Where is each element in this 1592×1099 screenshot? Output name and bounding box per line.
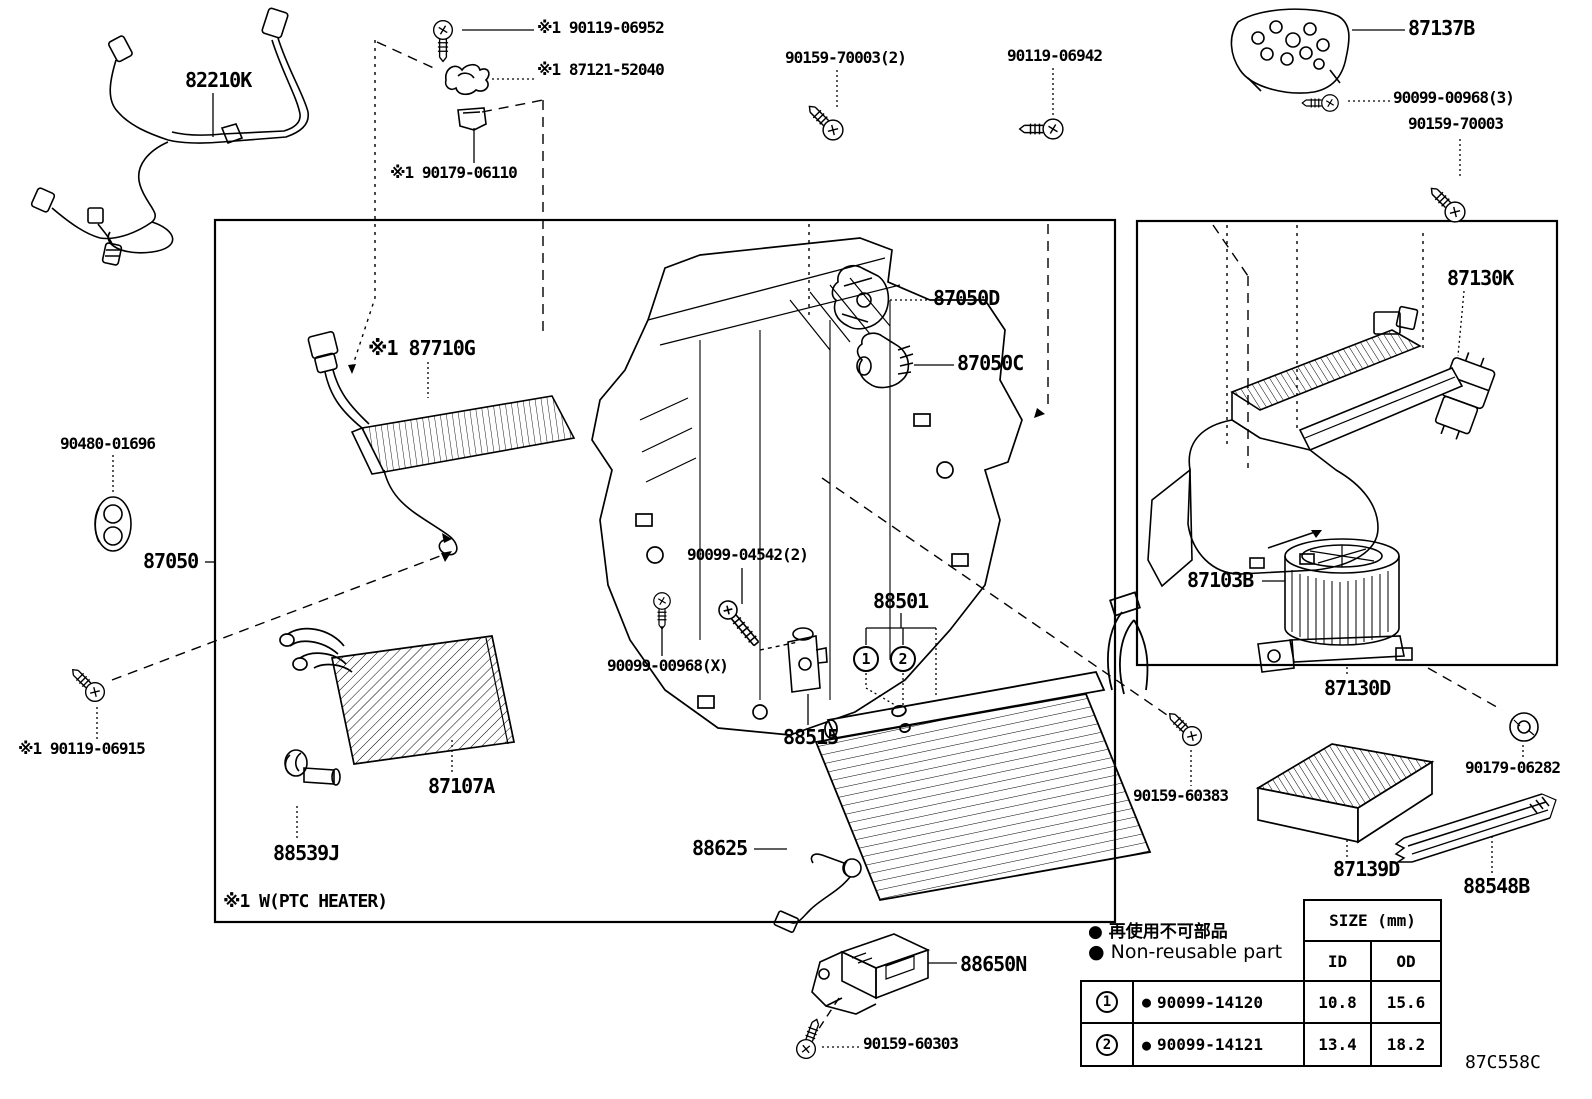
construction-lines <box>111 40 1503 1031</box>
part-label-88539J[interactable]: 88539J <box>273 841 340 865</box>
part-label-90099-00968-X[interactable]: 90099-00968(X) <box>607 656 729 675</box>
sketch-heater-core <box>279 627 516 765</box>
sketch-thermistor <box>773 853 862 933</box>
sketch-grommet <box>94 496 132 552</box>
sketch-wire-harness <box>30 7 310 266</box>
size-table-row2-part[interactable]: ● 90099-14121 <box>1132 1022 1305 1067</box>
sketch-pipe <box>284 749 341 786</box>
size-table-row2-id: 13.4 <box>1303 1022 1372 1067</box>
sketch-fasteners <box>65 19 1470 1062</box>
part-label-87121-52040[interactable]: ※1 87121-52040 <box>537 60 665 79</box>
size-table-row1-od: 15.6 <box>1370 980 1442 1024</box>
legend-jp-text: 再使用不可部品 <box>1108 922 1228 942</box>
part-label-90099-04542-2[interactable]: 90099-04542(2) <box>687 545 809 564</box>
part-label-90159-70003[interactable]: 90159-70003 <box>1408 114 1504 133</box>
part-label-90179-06110[interactable]: ※1 90179-06110 <box>390 163 518 182</box>
part-label-88501[interactable]: 88501 <box>873 589 929 613</box>
part-label-87130K[interactable]: 87130K <box>1447 266 1514 290</box>
part-label-88548B[interactable]: 88548B <box>1463 874 1530 898</box>
sketch-heater-case <box>591 237 1023 736</box>
sketch-grommet-2 <box>1509 712 1539 742</box>
legend-bullet-icon: ● <box>1088 922 1103 942</box>
assembly-boxes <box>213 218 1559 924</box>
sketch-ptc-heater <box>307 331 576 556</box>
part-label-87139D[interactable]: 87139D <box>1333 857 1400 881</box>
sketch-servo-87050c <box>856 332 914 389</box>
size-table-title: SIZE (mm) <box>1303 899 1442 942</box>
part-label-87050D[interactable]: 87050D <box>933 286 1000 310</box>
row2-circled-number: 2 <box>1096 1033 1118 1056</box>
part-label-87050C[interactable]: 87050C <box>957 351 1024 375</box>
sketch-seal-strip <box>1394 793 1557 863</box>
size-table-col-id: ID <box>1303 940 1372 982</box>
ptc-heater-note: ※1 W(PTC HEATER) <box>223 891 388 912</box>
legend-en: ● Non-reusable part <box>1088 941 1282 963</box>
callout-1: 1 <box>853 646 879 672</box>
size-table-col-od: OD <box>1370 940 1442 982</box>
diagram-code: 87C558C <box>1465 1052 1541 1073</box>
row2-bullet-icon: ● <box>1142 1035 1152 1054</box>
row1-part-number: 90099-14120 <box>1157 992 1263 1012</box>
part-label-90179-06282[interactable]: 90179-06282 <box>1465 758 1561 777</box>
part-label-82210K[interactable]: 82210K <box>185 68 252 92</box>
part-label-88625[interactable]: 88625 <box>692 836 748 860</box>
row2-part-number: 90099-14121 <box>1157 1035 1263 1054</box>
legend-jp: ● 再使用不可部品 <box>1088 917 1228 942</box>
size-table-row1-num: 1 <box>1080 980 1134 1024</box>
size-table-row1-part[interactable]: ● 90099-14120 <box>1132 980 1305 1024</box>
sketch-servo-87050d <box>831 264 890 330</box>
sketch-cabin-filter <box>1255 743 1435 844</box>
part-label-87103B[interactable]: 87103B <box>1187 568 1254 592</box>
callout-2: 2 <box>890 646 916 672</box>
sketch-resistor <box>1434 352 1496 440</box>
legend-en-text: Non-reusable part <box>1110 941 1283 963</box>
part-label-90159-60303[interactable]: 90159-60303 <box>863 1034 959 1053</box>
sketch-blower-motor <box>1257 538 1413 673</box>
part-label-90480-01696[interactable]: 90480-01696 <box>60 434 156 453</box>
part-label-90119-06942[interactable]: 90119-06942 <box>1007 46 1103 65</box>
size-table-row2-num: 2 <box>1080 1022 1134 1067</box>
sketch-amplifier <box>811 933 931 1015</box>
sketch-clamp-clip <box>444 63 490 131</box>
sketch-blower-assembly <box>1147 305 1464 588</box>
sketch-blower-cover <box>1230 8 1350 94</box>
part-label-88515[interactable]: 88515 <box>783 725 839 749</box>
part-label-90119-06915[interactable]: ※1 90119-06915 <box>18 739 146 758</box>
row1-circled-number: 1 <box>1096 991 1118 1013</box>
part-label-90119-06952[interactable]: ※1 90119-06952 <box>537 18 665 37</box>
row1-bullet-icon: ● <box>1142 993 1152 1011</box>
size-table-row1-id: 10.8 <box>1303 980 1372 1024</box>
sketch-expansion-valve <box>787 627 828 693</box>
leader-lines <box>96 29 1524 1048</box>
part-label-87107A[interactable]: 87107A <box>428 774 495 798</box>
part-label-90159-70003-2[interactable]: 90159-70003(2) <box>785 48 907 67</box>
part-label-87137B[interactable]: 87137B <box>1408 16 1475 40</box>
part-label-90159-60383[interactable]: 90159-60383 <box>1133 786 1229 805</box>
part-label-88650N[interactable]: 88650N <box>960 952 1027 976</box>
part-label-90099-00968-3[interactable]: 90099-00968(3) <box>1393 88 1515 107</box>
part-label-87130D[interactable]: 87130D <box>1324 676 1391 700</box>
part-label-87050[interactable]: 87050 <box>143 549 199 573</box>
part-label-87710G[interactable]: ※1 87710G <box>368 336 476 360</box>
size-table-row2-od: 18.2 <box>1370 1022 1442 1067</box>
sketch-evaporator <box>814 591 1152 902</box>
legend-bullet-icon-2: ● <box>1088 941 1105 963</box>
